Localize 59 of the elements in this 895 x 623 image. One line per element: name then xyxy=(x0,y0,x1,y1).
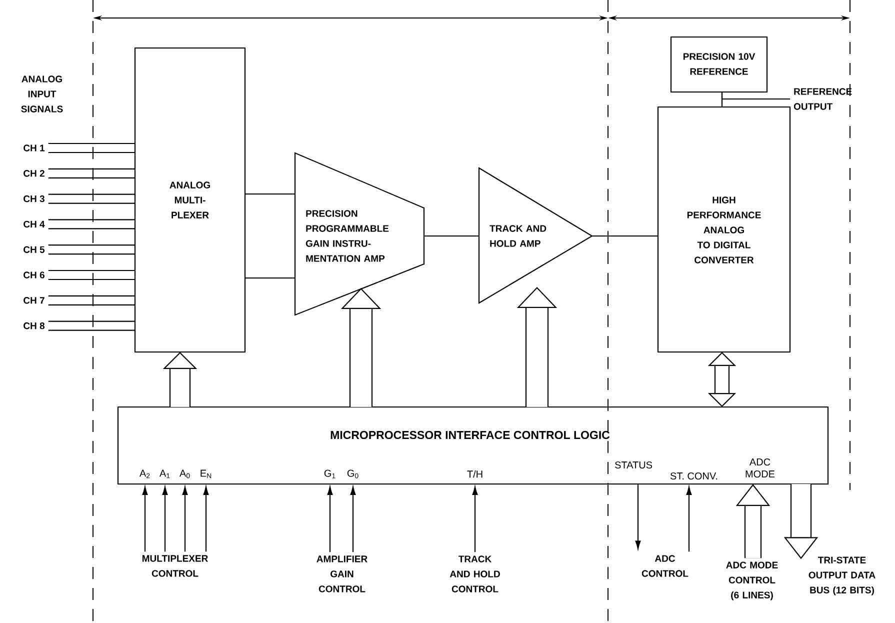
arrow xyxy=(327,486,333,552)
channel-label: CH 3 xyxy=(24,195,44,202)
multiplexer-block: ANALOG MULTI- PLEXER xyxy=(134,47,246,353)
pin-label: STATUS xyxy=(615,461,652,469)
signal-line xyxy=(48,219,135,220)
signal-line xyxy=(592,235,658,237)
pin-label: G$_{0}$ xyxy=(347,470,358,478)
pin-label: E$_{N}$ xyxy=(200,470,212,478)
signal-line xyxy=(48,194,135,195)
arrow xyxy=(350,486,356,552)
pin-label: A$_{1}$ xyxy=(160,470,170,478)
arrow xyxy=(142,486,148,552)
arrow xyxy=(686,486,692,552)
signal-label: ADC CONTROL xyxy=(642,555,688,577)
signal-line xyxy=(48,202,135,204)
arrow xyxy=(182,486,188,552)
channel-label: CH 6 xyxy=(24,272,44,278)
pin-label: G$_{1}$ xyxy=(324,470,336,478)
signal-line xyxy=(48,320,135,322)
arrow xyxy=(203,486,209,552)
arrow xyxy=(472,486,478,552)
signal-label: TRI-STATE OUTPUT DATA BUS (12 BITS) xyxy=(808,556,876,596)
signal-line xyxy=(48,168,135,170)
converter-block: HIGH PERFORMANCE ANALOG TO DIGITAL CONVERTER xyxy=(657,106,791,353)
signal-line xyxy=(245,193,295,195)
channel-label: CH 8 xyxy=(24,322,45,330)
pin-label: ADC MODE xyxy=(746,458,775,478)
signal-line xyxy=(48,177,135,178)
pin-label: T/H xyxy=(467,470,482,478)
signal-line xyxy=(48,152,135,154)
channel-label: CH 2 xyxy=(24,170,44,177)
signal-label: MULTIPLEXER CONTROL xyxy=(142,555,208,577)
channel-label: CH 1 xyxy=(24,144,45,152)
signal-label: ADC MODE CONTROL (6 LINES) xyxy=(726,562,778,600)
signal-line xyxy=(48,278,135,280)
signal-line xyxy=(48,304,135,306)
channel-label: CH 4 xyxy=(24,220,45,228)
signal-line xyxy=(48,330,135,331)
reference-block: PRECISION 10V REFERENCE xyxy=(670,36,768,93)
signal-label: TRACK AND HOLD CONTROL xyxy=(450,556,500,592)
signal-label: AMPLIFIER GAIN CONTROL xyxy=(316,556,368,592)
pin-label: ST. CONV. xyxy=(670,472,718,480)
signal-line xyxy=(48,295,135,296)
pin-label: A$_{2}$ xyxy=(140,470,150,478)
pin-label: A$_{0}$ xyxy=(180,470,190,478)
heading-label: ANALOG INPUT SIGNALS xyxy=(21,76,63,112)
bus-arrow xyxy=(708,352,736,407)
signal-line xyxy=(48,270,135,272)
signal-line xyxy=(424,235,479,237)
signal-line xyxy=(48,142,135,144)
channel-label: CH 5 xyxy=(24,246,45,253)
signal-line xyxy=(48,254,135,255)
arrow xyxy=(635,484,641,550)
signal-line xyxy=(721,92,790,100)
arrow xyxy=(162,486,168,552)
channel-label: CH 7 xyxy=(24,297,44,304)
signal-line xyxy=(245,277,295,279)
signal-line xyxy=(48,228,135,230)
signal-line xyxy=(48,244,135,246)
